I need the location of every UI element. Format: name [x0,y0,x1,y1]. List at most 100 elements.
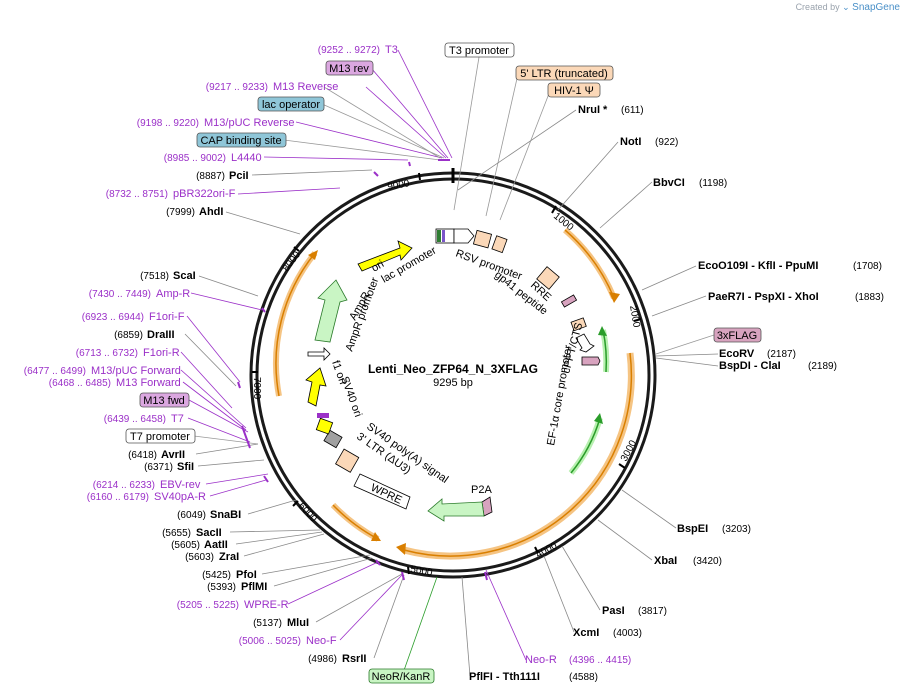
lbl-ampr-name: Amp-R [156,288,190,300]
arrowhead-zfp64-cds [396,543,406,555]
lbl-sfii-name: SfiI [177,461,194,473]
lbl-t3-name: T3 [385,44,398,56]
lbl-paer7i-name: PaeR7I - PspXI - XhoI [708,291,819,303]
f1-ori-arrow [305,367,327,407]
lbl-bspei-name: BspEI [677,523,708,535]
ampr-promoter-arrow [307,347,331,361]
lbl-sacii-name: SacII [196,527,222,539]
lbl-sv40pa-r-range: (6160 .. 6179) [87,492,149,503]
lbl-pflmi-range: (5393) [207,582,236,593]
box-m13-rev-text: M13 rev [329,63,369,75]
tick-label-2000: 2000 [627,305,642,329]
lbl-m13puc-rev-name: M13/pUC Reverse [204,117,294,129]
lbl-pfoi-name: PfoI [236,569,257,581]
snapgene-logo-icon: ⌄ [842,2,850,12]
lbl-m13-fwd-range: (6468 .. 6485) [49,378,111,389]
box-5ltr [515,65,614,81]
right-labels: NruI * (611) NotI (922) BbvCI (1198) Eco… [469,104,884,683]
lbl-snabi-name: SnaBI [210,509,241,521]
lbl-mlui-name: MluI [287,617,309,629]
box-5ltr-text: 5' LTR (truncated) [520,68,607,80]
label-ef1a: EF-1α core promoter [545,344,575,447]
lbl-xcmi-range: (4003) [613,628,642,639]
plasmid-name: Lenti_Neo_ZFP64_N_3XFLAG [368,362,538,376]
center-title: Lenti_Neo_ZFP64_N_3XFLAG 9295 bp [368,362,538,389]
lbl-avrii-name: AvrII [161,449,185,461]
gp41-box [560,294,578,308]
lbl-pflfi-range: (4588) [569,672,598,683]
lbl-sfii-range: (6371) [144,462,173,473]
lbl-pbr322-range: (8732 .. 8751) [106,189,168,200]
arrowhead-gag [609,292,620,303]
backbone [249,168,657,579]
lbl-nrui-name: NruI * [578,104,608,116]
lbl-zrai-name: ZraI [219,551,239,563]
lbl-ahdi-range: (7999) [166,207,195,218]
cppt-box [570,317,587,332]
label-f1-ori: f1 ori [329,359,349,386]
5ltr-box [472,229,493,249]
box-m13-fwd [139,392,190,408]
feature-arcs-orange [272,227,635,560]
lbl-wpre-r-range: (5205 .. 5225) [177,600,239,611]
neo-arrow [427,498,485,522]
lbl-nrui-range: (611) [621,105,644,116]
box-cap-binding [196,132,287,148]
left-labels: (9252 .. 9272) T3 (9217 .. 9233) M13 Rev… [24,44,398,665]
lbl-bspdi-name: BspDI - ClaI [719,360,781,372]
lbl-noti-name: NotI [620,136,641,148]
lbl-xbai-range: (3420) [693,556,722,567]
lbl-eco0109i-range: (1708) [853,261,882,272]
lbl-sv40pa-r-name: SV40pA-R [154,491,206,503]
box-3xflag [713,327,762,343]
tick-label-1000: 1000 [551,211,576,234]
lbl-aatii-name: AatII [204,539,228,551]
snapgene-name: SnapGene [852,2,900,13]
lbl-f1ori-r-name: F1ori-R [143,347,180,359]
3ltr-box [335,448,360,473]
leader-lines-left [180,49,551,677]
lbl-m13reverse-range: (9217 .. 9233) [206,82,268,93]
lbl-bspdi-range: (2189) [808,361,837,372]
inner-features [305,228,601,522]
lbl-draiii-range: (6859) [114,330,143,341]
label-wpre: WPRE [369,482,404,507]
lbl-rsrii-name: RsrII [342,653,366,665]
lbl-m13reverse-name: M13 Reverse [273,81,338,93]
lbl-pasi-range: (3817) [638,606,667,617]
lbl-rsrii-range: (4986) [308,654,337,665]
lbl-neo-r-range: (4396 .. 4415) [569,655,631,666]
primer-marks [237,159,488,581]
lbl-l4440-name: L4440 [231,152,262,164]
lbl-ecorv-name: EcoRV [719,348,755,360]
lbl-pasi-name: PasI [602,605,625,617]
lbl-m13puc-fwd-name: M13/pUC Forward [91,365,181,377]
lbl-ampr-range: (7430 .. 7449) [89,289,151,300]
feature-arc-gag [563,227,617,300]
lbl-eco0109i-name: EcoO109I - KflI - PpuMI [698,260,818,272]
lbl-sacii-range: (5655) [162,528,191,539]
created-by-text: Created by [795,2,840,12]
lbl-xcmi-name: XcmI [573,627,599,639]
lbl-t7-range: (6439 .. 6458) [104,414,166,425]
box-m13-rev [325,60,374,76]
lbl-bbvci-range: (1198) [699,178,727,189]
lbl-ecorv-range: (2187) [767,349,796,360]
tick-label-7000: 7000 [251,377,262,400]
box-t7-promoter [125,428,196,444]
box-lac-operator [257,96,325,112]
lbl-mlui-range: (5137) [253,618,282,629]
lbl-t3-range: (9252 .. 9272) [318,45,380,56]
box-t3-promoter [444,42,515,58]
lbl-wpre-r-name: WPRE-R [244,599,289,611]
ori-arrow [357,240,413,272]
feature-arc-ef1a [568,417,603,475]
box-t3-promoter-text: T3 promoter [449,45,509,57]
rre-box [536,266,560,290]
tick-label-5000: 5000 [409,564,433,579]
hiv-psi-box [491,235,508,254]
lbl-ebv-rev-name: EBV-rev [160,479,201,491]
sv40-ori-box [315,417,334,435]
lbl-snabi-range: (6049) [177,510,206,521]
